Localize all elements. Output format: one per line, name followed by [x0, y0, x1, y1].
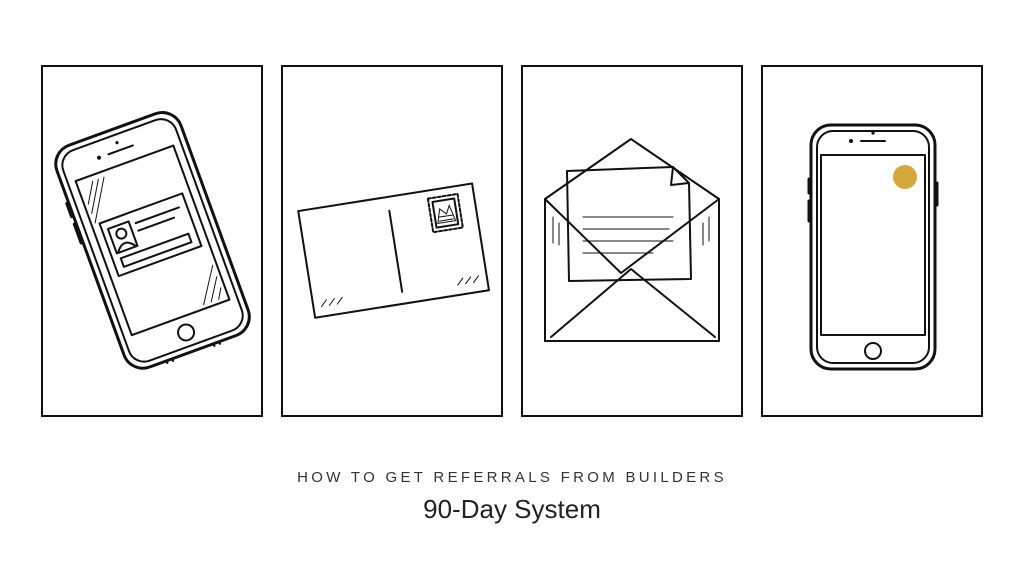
panel-phone-notification	[761, 65, 983, 417]
panel-envelope	[521, 65, 743, 417]
smartphone-profile-card-icon	[54, 111, 251, 370]
notification-dot	[893, 165, 917, 189]
subtitle: HOW TO GET REFERRALS FROM BUILDERS	[297, 469, 727, 486]
page-title: 90-Day System	[423, 494, 601, 524]
panel-postcard	[281, 65, 503, 417]
smartphone-notification-icon	[807, 123, 939, 371]
open-envelope-letter-icon	[544, 138, 720, 342]
postcard-stamp-icon	[297, 182, 490, 319]
panel-phone-profile	[41, 65, 263, 417]
